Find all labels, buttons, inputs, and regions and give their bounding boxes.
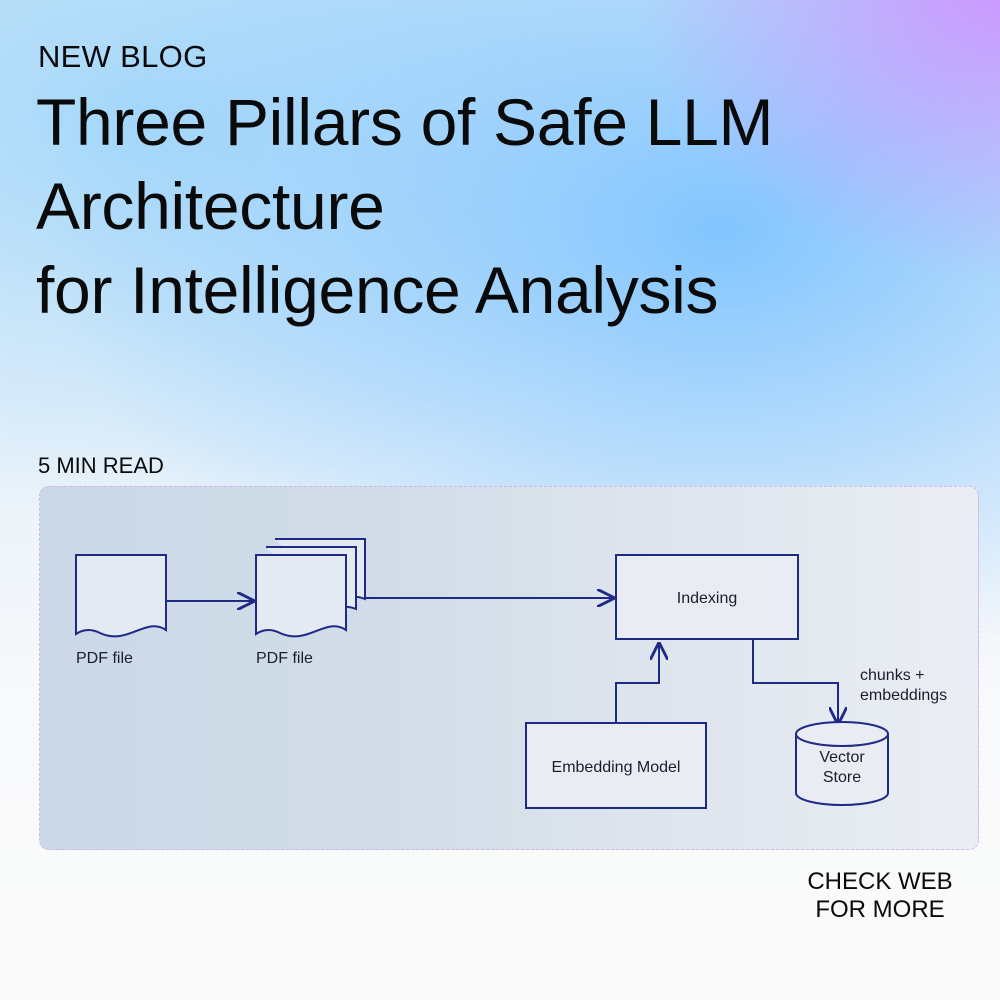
read-time: 5 MIN READ <box>38 453 164 478</box>
cylinder-body-icon <box>795 734 889 806</box>
embedding-model-label: Embedding Model <box>552 759 681 776</box>
indexing-label: Indexing <box>677 590 738 607</box>
pdf-file-node: PDF file <box>75 554 167 667</box>
pdf-file-label: PDF file <box>76 650 133 667</box>
cta-line: FOR MORE <box>815 896 945 923</box>
embedding-model-box <box>525 722 707 809</box>
vector-store-label-line: Vector <box>819 749 865 766</box>
diagram-canvas: PDF file PDF file Indexing Embedding Mod… <box>75 538 947 809</box>
indexing-box <box>615 554 799 640</box>
cylinder-top-icon <box>795 721 889 747</box>
indexing-node: Indexing <box>615 554 799 640</box>
blog-kicker: NEW BLOG <box>38 39 208 74</box>
blog-title: Three Pillars of Safe LLM Architecture f… <box>36 80 976 332</box>
title-line: Architecture <box>36 169 385 243</box>
edge-label-line: chunks + <box>860 667 924 684</box>
architecture-diagram: PDF file PDF file Indexing Embedding Mod… <box>39 486 979 850</box>
pdf-files-node: PDF file <box>255 538 366 667</box>
title-line: for Intelligence Analysis <box>36 253 719 327</box>
embedding-to-indexing-arrow <box>615 644 659 723</box>
cta-line: CHECK WEB <box>807 868 953 895</box>
pdf-files-label: PDF file <box>256 650 313 667</box>
indexing-to-store-arrow <box>752 639 838 723</box>
vector-store-label-line: Store <box>823 769 861 786</box>
pdf-stack-front-icon <box>255 554 347 638</box>
vector-store-node: Vector Store <box>795 721 889 806</box>
title-line: Three Pillars of Safe LLM <box>36 85 774 159</box>
embedding-model-node: Embedding Model <box>525 722 707 809</box>
pdf-document-icon <box>75 554 167 638</box>
edge-label-line: embeddings <box>860 687 947 704</box>
check-web-cta[interactable]: CHECK WEB FOR MORE <box>780 868 980 924</box>
